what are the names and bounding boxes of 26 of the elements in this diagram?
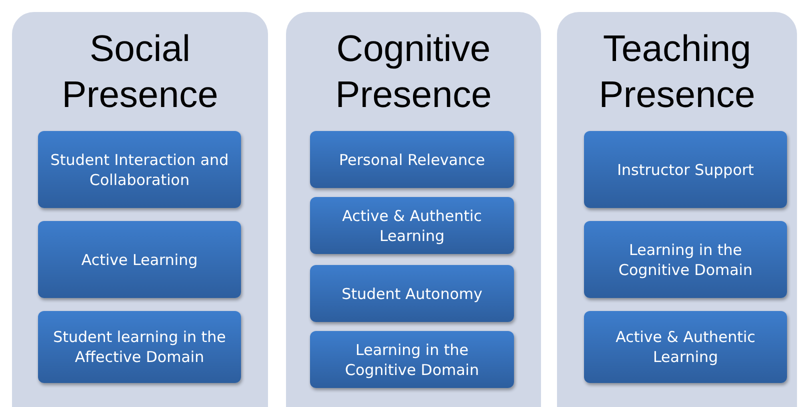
panel-heading: Social Presence — [60, 27, 220, 117]
item-box — [584, 311, 787, 383]
item-box — [310, 197, 514, 254]
category-panel — [12, 12, 268, 407]
item-label: Active Learning — [81, 250, 198, 270]
item-box — [310, 331, 514, 388]
item-label: Instructor Support — [617, 160, 754, 180]
item-label: Learning in the Cognitive Domain — [344, 340, 480, 380]
item-box — [310, 131, 514, 188]
item-box — [38, 131, 241, 208]
item-label: Personal Relevance — [339, 150, 485, 170]
category-panel — [557, 12, 797, 407]
item-label: Student Interaction and Collaboration — [49, 150, 230, 190]
item-label: Active & Authentic Learning — [614, 327, 756, 367]
item-box — [38, 311, 241, 383]
item-box — [310, 265, 514, 322]
panel-heading: Cognitive Presence — [334, 27, 493, 117]
item-box — [584, 131, 787, 208]
item-label: Active & Authentic Learning — [341, 206, 483, 246]
panel-heading: Teaching Presence — [598, 27, 756, 117]
item-label: Learning in the Cognitive Domain — [618, 240, 754, 280]
category-panel — [286, 12, 541, 407]
item-box — [584, 221, 787, 298]
item-label: Student learning in the Affective Domain — [52, 327, 227, 367]
item-label: Student Autonomy — [342, 284, 482, 304]
item-box — [38, 221, 241, 298]
